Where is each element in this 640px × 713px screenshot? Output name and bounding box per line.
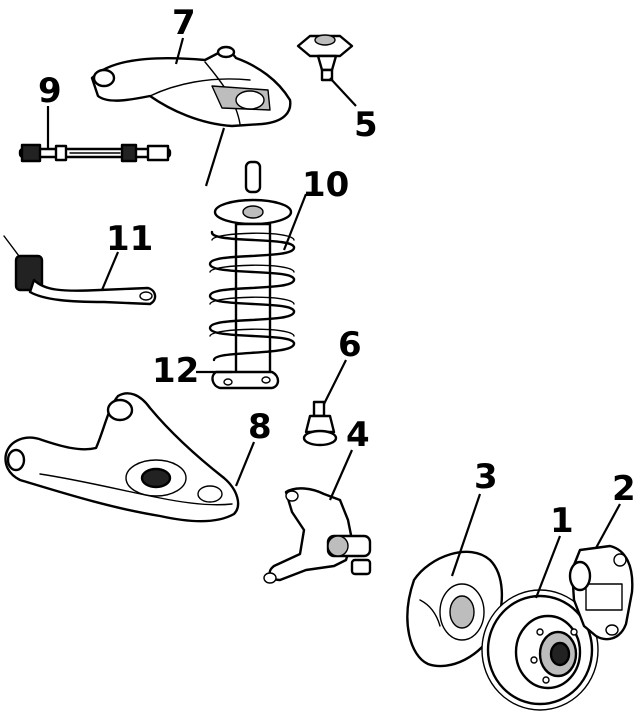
callout-2: 2 bbox=[612, 469, 636, 509]
leader-5 bbox=[329, 77, 357, 107]
callout-9: 9 bbox=[38, 71, 62, 111]
callout-11: 11 bbox=[106, 219, 153, 259]
leader-6 bbox=[323, 359, 347, 405]
leader-10 bbox=[282, 193, 308, 251]
brake-rotor bbox=[481, 589, 599, 711]
callout-10: 10 bbox=[302, 165, 349, 205]
callout-8: 8 bbox=[248, 407, 272, 447]
leader-2 bbox=[595, 503, 621, 549]
leader-11 bbox=[100, 251, 120, 291]
leader-upper-arm-to-spring bbox=[204, 127, 226, 187]
callout-12: 12 bbox=[152, 351, 199, 391]
callout-4: 4 bbox=[346, 415, 370, 455]
callout-5: 5 bbox=[354, 105, 378, 145]
callout-1: 1 bbox=[550, 501, 574, 541]
coil-spring-shock-assembly bbox=[208, 160, 296, 390]
brake-caliper bbox=[568, 544, 634, 641]
leader-3 bbox=[450, 493, 482, 577]
leader-lines bbox=[46, 37, 621, 599]
leader-4 bbox=[328, 449, 354, 501]
leader-1 bbox=[534, 535, 562, 599]
lower-control-arm bbox=[4, 392, 240, 523]
leader-7 bbox=[174, 37, 185, 65]
stabilizer-bar-link bbox=[3, 235, 157, 306]
callout-6: 6 bbox=[338, 325, 362, 365]
upper-ball-joint bbox=[296, 34, 354, 82]
callout-3: 3 bbox=[474, 457, 498, 497]
upper-control-arm bbox=[90, 45, 292, 128]
callout-7: 7 bbox=[172, 3, 196, 43]
steering-knuckle bbox=[263, 487, 372, 584]
control-arm-shaft bbox=[18, 143, 172, 163]
lower-ball-joint bbox=[302, 400, 338, 447]
leader-8 bbox=[234, 441, 256, 487]
